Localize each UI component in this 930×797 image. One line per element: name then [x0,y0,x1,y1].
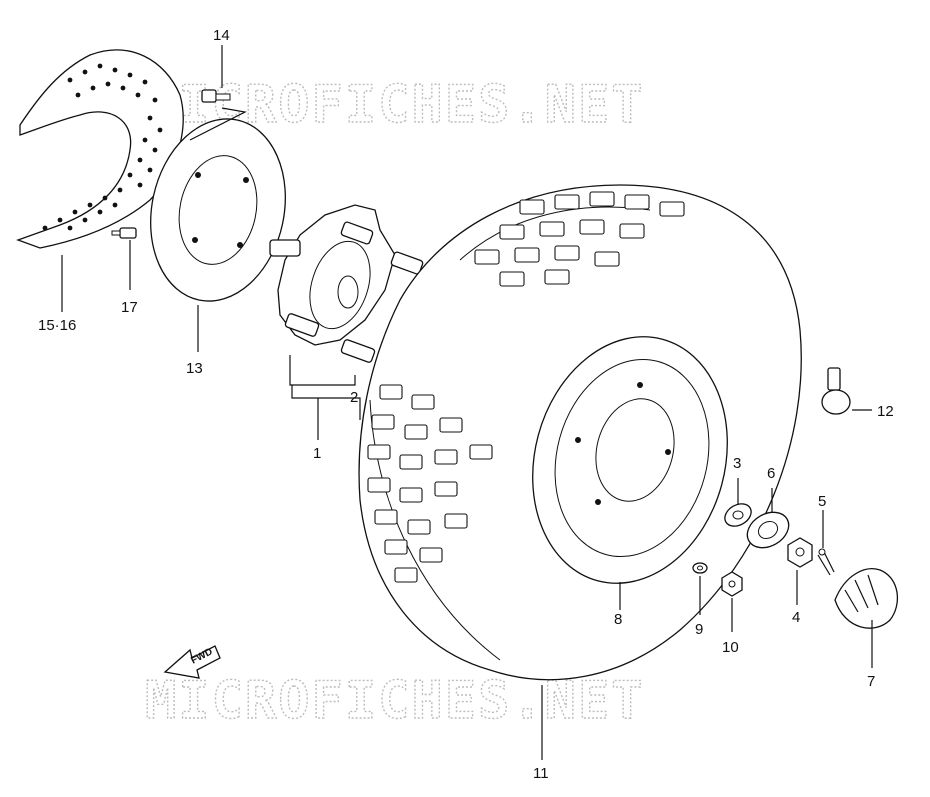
bolt-14 [201,89,231,103]
leader-lines [61,45,873,760]
callout-14: 14 [213,27,230,44]
callout-9: 9 [695,621,703,638]
bolt-17 [111,227,137,239]
callout-11: 11 [533,765,549,782]
washer-6 [746,511,790,549]
callout-5: 5 [818,493,826,510]
callout-6: 6 [767,465,775,482]
callout-15-16: 15·16 [38,317,76,334]
washer-3 [724,503,752,527]
callout-7: 7 [867,673,875,690]
wheel-rim [532,336,728,584]
callout-13: 13 [186,360,203,377]
hub-cap [834,568,899,629]
wheel-hub [269,204,424,363]
callout-10: 10 [722,639,739,656]
disc-guard [16,49,184,249]
callout-1: 1 [313,445,321,462]
brake-disc [150,118,286,302]
watermark-bottom: MICROFICHES.NET [145,671,645,731]
tire-valve [821,367,851,415]
nut-10 [721,571,743,597]
callout-17: 17 [121,299,138,316]
callout-4: 4 [792,609,800,626]
washer-9 [692,562,708,574]
callout-3: 3 [733,455,741,472]
castle-nut [787,537,813,568]
callout-8: 8 [614,611,622,628]
callout-12: 12 [877,403,894,420]
cotter-pin [817,548,835,576]
callout-2: 2 [350,389,358,406]
